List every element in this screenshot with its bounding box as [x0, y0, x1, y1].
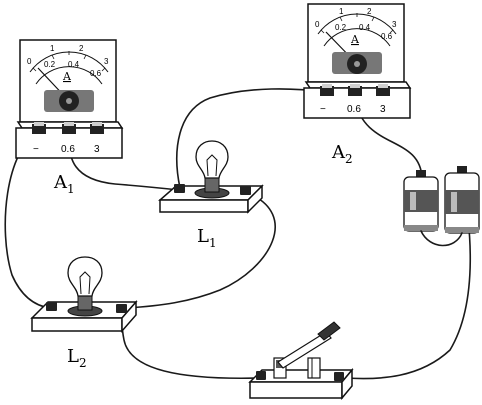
battery-cell-1 — [403, 170, 439, 232]
ammeter-a2: 0 1 2 3 0.2 0.4 0.6 A − 0.6 3 A2 — [303, 3, 412, 166]
ammeter-a1-scale-top-3: 3 — [104, 57, 109, 66]
switch — [248, 321, 354, 401]
lamp-l1-board-side — [247, 184, 263, 214]
ammeter-a2-unit: A — [350, 33, 360, 46]
ammeter-a1-terminal-3: 3 — [94, 144, 100, 155]
battery-pack — [403, 166, 480, 247]
lamp-l1-label-main: L — [197, 226, 209, 247]
ammeter-a1-terminal-06: 0.6 — [61, 144, 75, 155]
ammeter-a2-terminal-3: 3 — [380, 104, 386, 115]
ammeter-a1-unit: A — [62, 70, 72, 83]
ammeter-a2-scale-top-0: 0 — [315, 20, 320, 29]
ammeter-a1-dial-inner — [35, 66, 103, 85]
ammeter-a2-label: A2 — [331, 142, 353, 166]
battery-connector — [420, 230, 463, 247]
ammeter-a2-scale-bottom-1: 0.2 — [335, 23, 347, 32]
ammeter-a2-terminal-06: 0.6 — [347, 104, 361, 115]
ammeter-a1-label-main: A — [53, 172, 68, 193]
wire-l1-to-l2 — [125, 192, 276, 309]
wire-l1-to-a2 — [176, 88, 326, 189]
ammeter-a1-label-sub: 1 — [67, 182, 75, 196]
ammeter-a2-terminals — [320, 84, 390, 96]
ammeter-a1-scale-bottom-2: 0.4 — [68, 60, 80, 69]
lamp-l2-terminal-left — [46, 302, 57, 311]
ammeter-a1-terminal-neg: − — [33, 144, 39, 155]
lamp-l2-label-sub: 2 — [79, 356, 87, 370]
ammeter-a2-dial-inner — [323, 28, 391, 47]
lamp-l2-filament — [79, 271, 91, 295]
lamp-l2-socket — [77, 295, 93, 311]
lamp-l2-label: L2 — [67, 346, 87, 370]
switch-board-front — [249, 381, 343, 399]
lamp-l1-label: L1 — [197, 226, 217, 250]
ammeter-a2-terminal-neg: − — [320, 104, 326, 115]
ammeter-a1-terminals — [32, 122, 104, 134]
lamp-l1-bulb — [195, 140, 229, 179]
lamp-l2-board-front — [31, 317, 123, 332]
lamp-l1-socket — [204, 177, 220, 193]
lamp-l2-label-main: L — [67, 346, 79, 367]
wire-switch-to-l2 — [121, 309, 261, 380]
ammeter-a2-scale-bottom-2: 0.4 — [359, 23, 371, 32]
lamp-l1-terminal-left — [174, 184, 185, 193]
ammeter-a2-scale-top-1: 1 — [339, 7, 344, 16]
switch-terminal-left — [256, 371, 266, 380]
ammeter-a2-label-main: A — [331, 142, 346, 163]
lamp-l1: L1 — [158, 140, 264, 250]
lamp-l1-terminal-right — [240, 186, 251, 195]
ammeter-a1-pivot-cap — [66, 98, 72, 104]
lamp-l1-filament — [206, 154, 218, 177]
lamp-l2-bulb — [67, 256, 103, 297]
ammeter-a2-scale-top-2: 2 — [367, 7, 372, 16]
ammeter-a2-scale-top-3: 3 — [392, 20, 397, 29]
ammeter-a2-scale-bottom-3: 0.6 — [381, 32, 393, 41]
ammeter-a1-ticks — [32, 51, 106, 72]
ammeter-a1-label: A1 — [53, 172, 75, 196]
switch-lever — [277, 331, 332, 369]
switch-terminal-right — [334, 372, 344, 381]
ammeter-a1-scale-top-1: 1 — [50, 44, 55, 53]
ammeter-a1-scale-top-2: 2 — [79, 44, 84, 53]
switch-contact — [307, 357, 321, 379]
ammeter-a2-pivot-cap — [354, 61, 360, 67]
switch-handle — [317, 321, 341, 341]
ammeter-a2-label-sub: 2 — [345, 152, 353, 166]
lamp-l1-board-front — [159, 199, 249, 213]
ammeter-a1: 0 1 2 3 0.2 0.4 0.6 A − 0.6 3 — [15, 39, 124, 196]
ammeter-a2-ticks — [320, 13, 394, 34]
ammeter-a1-scale-bottom-3: 0.6 — [90, 69, 102, 78]
battery-cell-2 — [444, 166, 480, 234]
lamp-l1-label-sub: 1 — [209, 236, 217, 250]
ammeter-a1-scale-top-0: 0 — [27, 57, 32, 66]
ammeter-a1-scale-bottom-1: 0.2 — [44, 60, 56, 69]
lamp-l2-terminal-right — [116, 304, 127, 313]
switch-board-side — [341, 367, 353, 401]
lamp-l2-board-side — [121, 300, 137, 333]
lamp-l2: L2 — [30, 256, 138, 370]
